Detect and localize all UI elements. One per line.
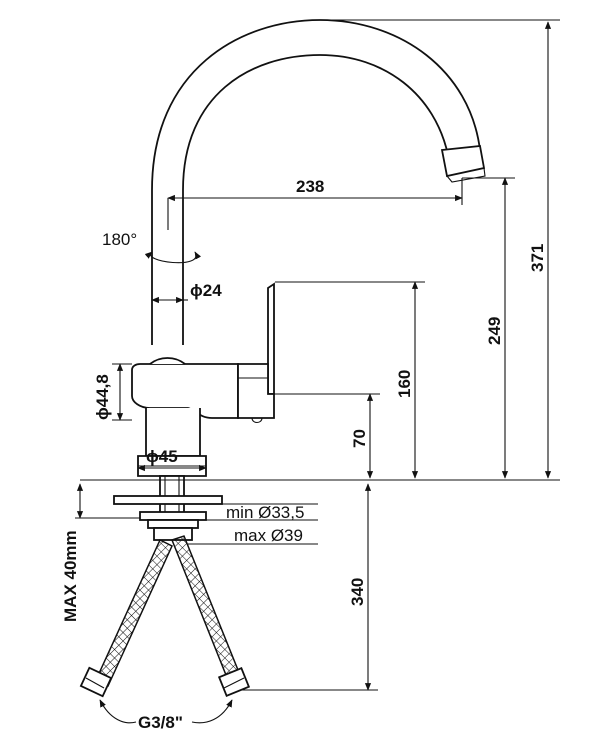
dim-hole-min-label: min Ø33,5: [226, 503, 304, 522]
dim-base-height-label: 70: [350, 429, 369, 448]
spout: [151, 19, 481, 345]
hose-connector-right: [217, 667, 251, 697]
faucet-outline: [79, 19, 486, 698]
dim-hole-max-label: max Ø39: [234, 526, 303, 545]
washer-lower: [139, 511, 207, 521]
dim-lever-height-label: 160: [395, 370, 414, 398]
dim-base-diameter-label: ϕ45: [146, 447, 178, 466]
hose-right: [171, 535, 241, 681]
hose-connector-left: [79, 666, 113, 698]
dim-spout-diameter-label: ϕ24: [190, 281, 222, 300]
dim-rotation-label: 180°: [102, 230, 137, 249]
washer-upper: [113, 495, 223, 505]
hose-left: [95, 538, 173, 688]
dim-body-diameter-label: ϕ44,8: [93, 374, 112, 420]
dim-spout-height-label: 249: [485, 317, 504, 345]
dim-reach-label: 238: [296, 177, 324, 196]
dim-hose-length-label: 340: [348, 578, 367, 606]
dim-max-deck-label: MAX 40mm: [61, 530, 80, 622]
dim-total-height-label: 371: [528, 244, 547, 272]
dim-connection-label: G3/8": [138, 713, 183, 732]
aerator: [440, 145, 486, 178]
dimension-lines: [75, 19, 560, 724]
